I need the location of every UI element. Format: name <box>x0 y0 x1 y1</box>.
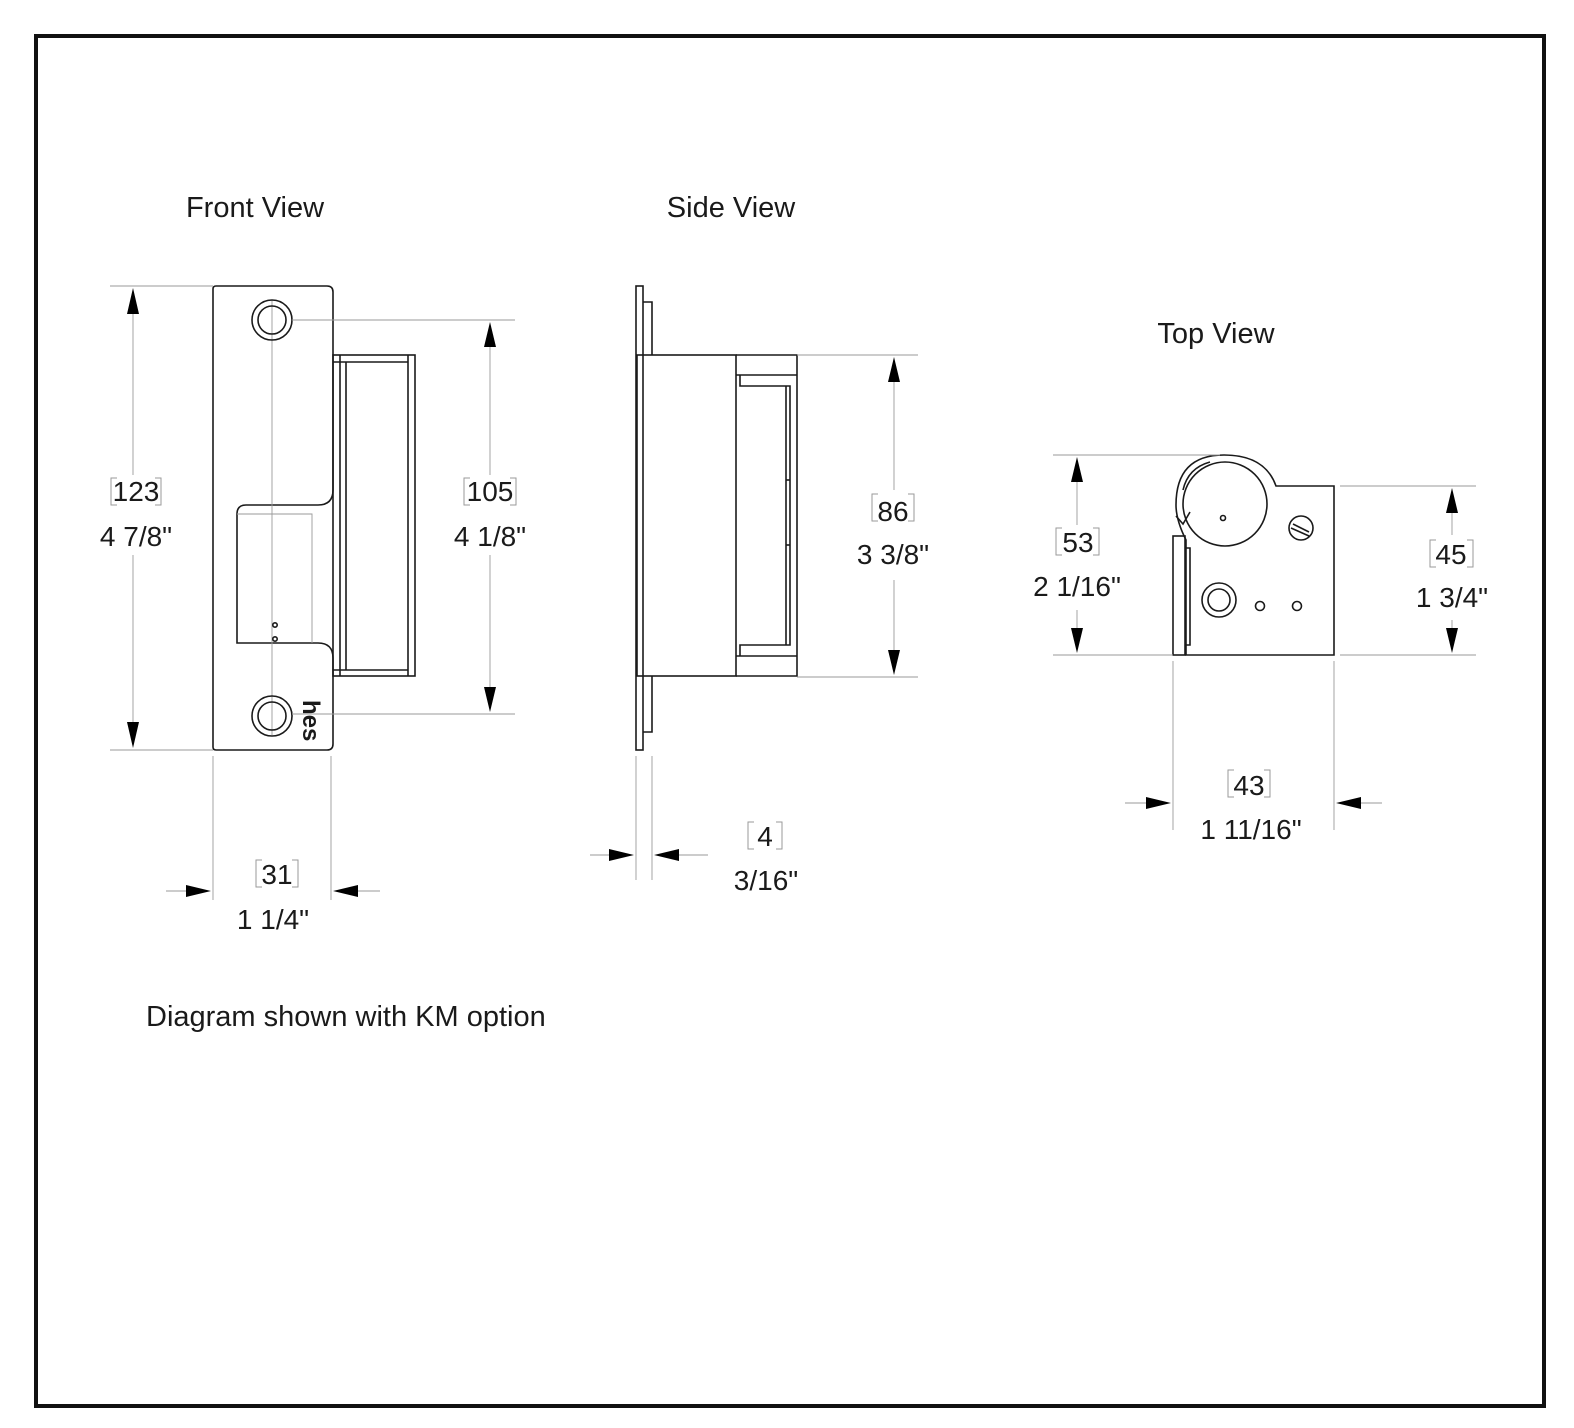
top-view-title: Top View <box>1157 318 1275 350</box>
top-depth-in: 2 1/16" <box>1033 571 1121 602</box>
side-body-arrow-top <box>888 357 900 382</box>
top-body-mm: 45 <box>1435 539 1466 570</box>
top-body-arrow-top <box>1446 488 1458 513</box>
side-plate-in: 3/16" <box>734 865 798 896</box>
top-width-arrow-right <box>1336 797 1361 809</box>
front-keeper-mm: 105 <box>467 476 514 507</box>
top-body-arrow-bottom <box>1446 628 1458 653</box>
top-wire-port <box>1201 582 1237 618</box>
front-width-mm: 31 <box>261 859 292 890</box>
top-width-mm: 43 <box>1233 770 1264 801</box>
side-body-mm: 86 <box>877 496 908 527</box>
side-plate-arrow-left <box>609 849 634 861</box>
top-adjust-screw <box>1288 515 1314 541</box>
top-cylinder <box>1182 461 1268 547</box>
top-width-arrow-left <box>1146 797 1171 809</box>
front-height-arrow-top <box>127 288 139 314</box>
diagram-note: Diagram shown with KM option <box>146 1001 546 1033</box>
front-faceplate <box>212 285 334 751</box>
front-keeper-arrow-top <box>484 322 496 347</box>
front-strike-body <box>332 354 416 677</box>
front-bottom-screw-hole <box>251 695 293 737</box>
front-keeper-arrow-bottom <box>484 687 496 712</box>
side-body-in: 3 3/8" <box>857 539 929 570</box>
front-width-in: 1 1/4" <box>237 904 309 935</box>
side-view-title: Side View <box>667 192 796 224</box>
top-depth-arrow-top <box>1071 457 1083 482</box>
side-plate-mm: 4 <box>757 821 773 852</box>
side-view: Side View 86 3 3/8" 4 3/16" <box>590 192 929 896</box>
front-height-mm: 123 <box>113 476 160 507</box>
side-faceplate <box>635 285 644 751</box>
front-width-arrow-right <box>333 885 358 897</box>
side-body-arrow-bottom <box>888 650 900 675</box>
top-depth-arrow-bottom <box>1071 628 1083 653</box>
front-view: Front View hes 123 4 7/8" <box>100 192 526 935</box>
drawing-frame <box>34 34 1546 1408</box>
front-height-arrow-bottom <box>127 722 139 748</box>
front-view-title: Front View <box>186 192 325 224</box>
side-plate-arrow-right <box>654 849 679 861</box>
top-body-in: 1 3/4" <box>1416 582 1488 613</box>
top-depth-mm: 53 <box>1062 527 1093 558</box>
front-height-in: 4 7/8" <box>100 521 172 552</box>
front-width-arrow-left <box>186 885 211 897</box>
top-view: Top View 53 2 1/16" <box>1033 318 1488 845</box>
front-keeper-in: 4 1/8" <box>454 521 526 552</box>
side-body <box>636 354 737 677</box>
top-width-in: 1 11/16" <box>1200 814 1301 845</box>
top-body <box>1175 454 1335 656</box>
side-keeper <box>736 354 798 677</box>
top-faceplate <box>1172 535 1186 656</box>
hes-logo: hes <box>297 700 324 741</box>
